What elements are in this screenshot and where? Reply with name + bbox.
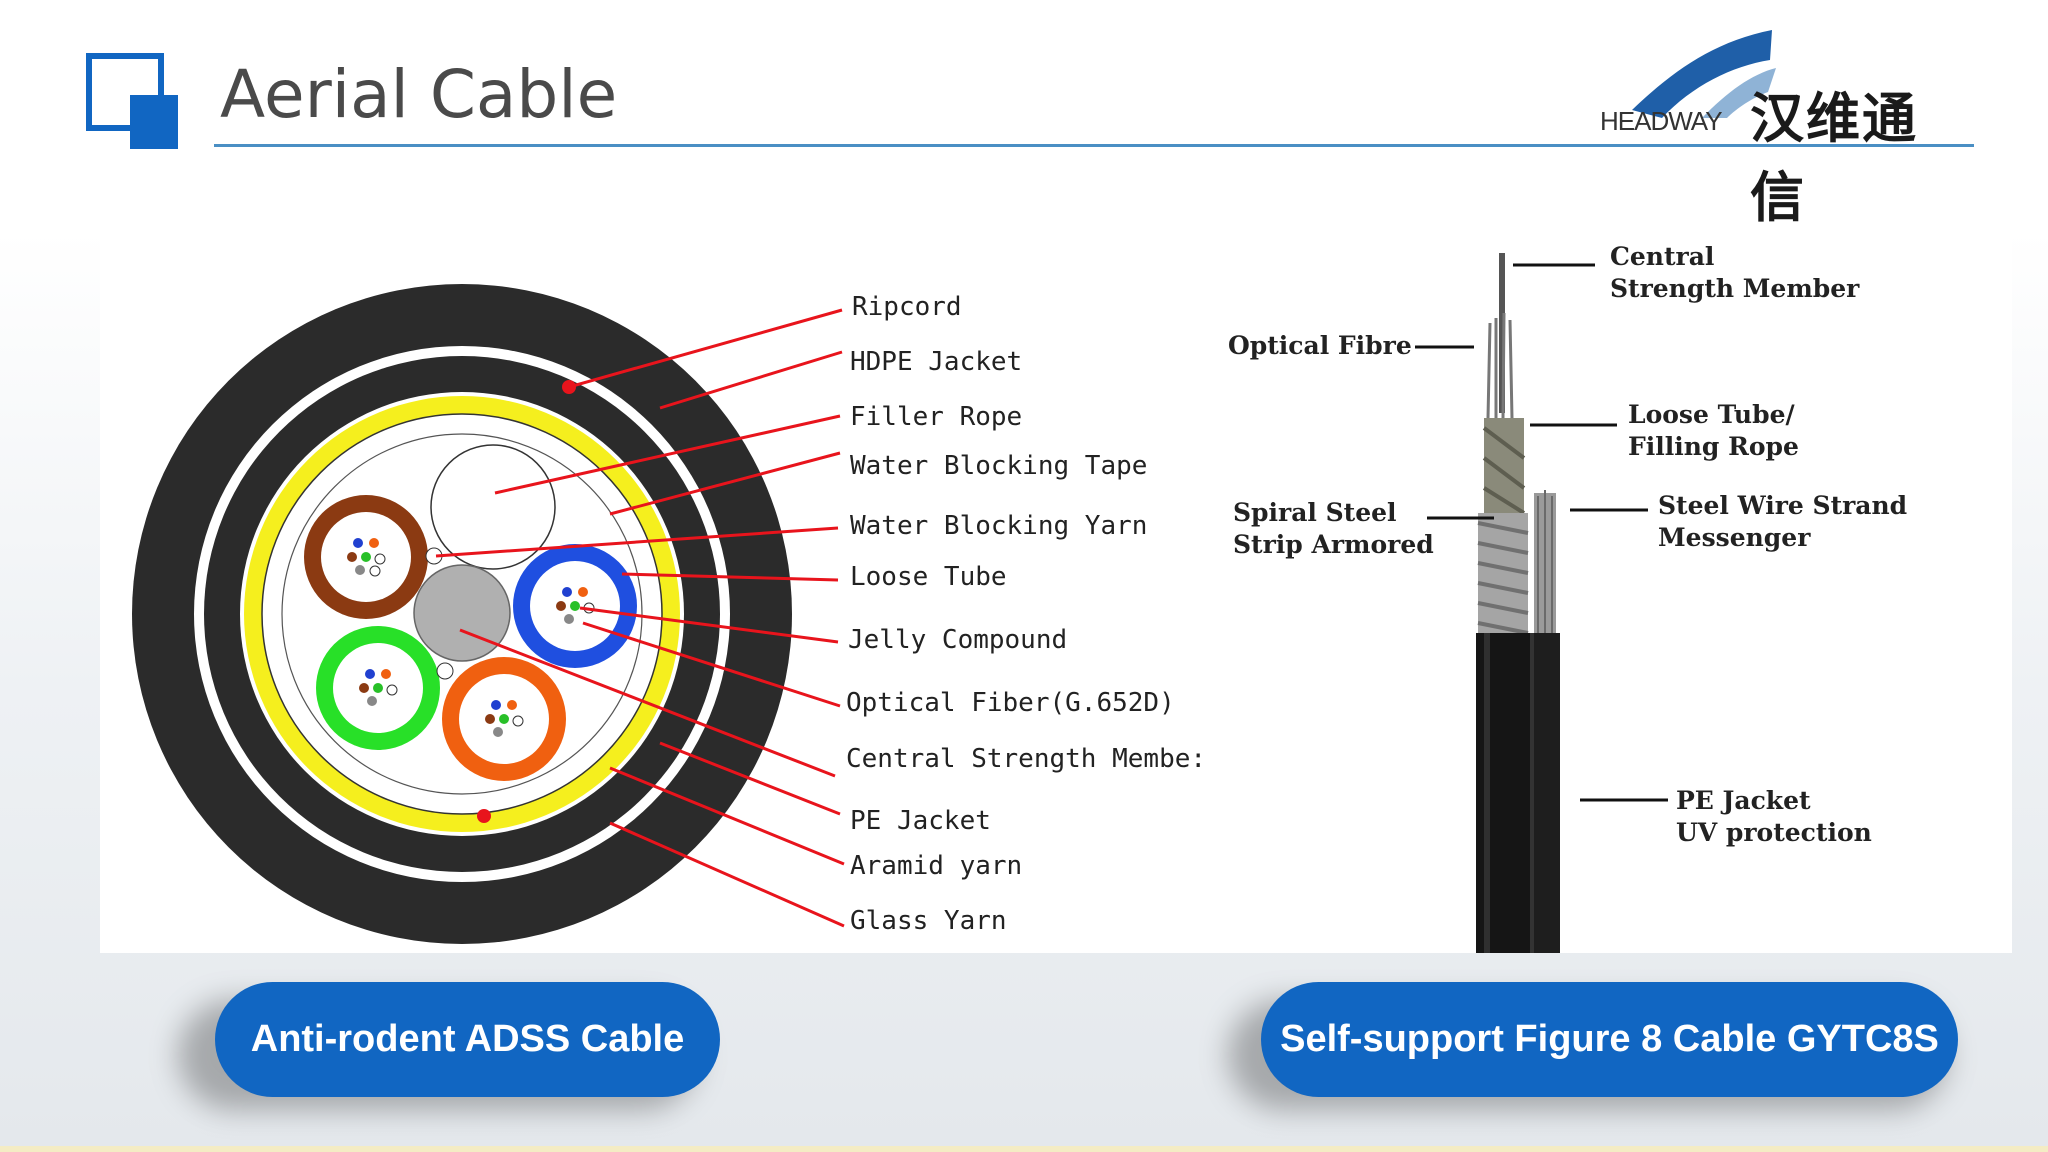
label-aramid-yarn: Aramid yarn	[850, 851, 1022, 881]
label-steel-line2: Messenger	[1658, 523, 1811, 552]
label-water-blocking-yarn: Water Blocking Yarn	[850, 511, 1147, 541]
spiral-steel-ridges	[1477, 521, 1529, 635]
filler-rope	[430, 444, 556, 570]
central-member-wire	[1499, 253, 1505, 413]
label-optical-fibre: Optical Fibre	[1228, 331, 1412, 360]
figure8-cable	[1476, 253, 1560, 953]
steel-wire-strands	[1537, 490, 1553, 643]
central-strength-member	[413, 564, 511, 662]
headway-logo: HEADWAY 汉维通信	[1592, 22, 1972, 229]
diagram-panel: Ripcord HDPE Jacket Filler Rope Water Bl…	[100, 228, 2012, 953]
label-hdpe-jacket: HDPE Jacket	[850, 347, 1022, 377]
label-glass-yarn: Glass Yarn	[850, 906, 1007, 936]
adss-labels: Ripcord HDPE Jacket Filler Rope Water Bl…	[846, 292, 1206, 936]
optical-fibers	[347, 538, 595, 737]
figure8-labels: Central Strength Member Optical Fibre Lo…	[1228, 242, 1907, 847]
label-pe-line2: UV protection	[1676, 818, 1872, 847]
logo-chinese-text: 汉维通信	[1750, 87, 1918, 229]
label-central-line2: Strength Member	[1610, 274, 1860, 303]
optical-fibre-strands	[1486, 312, 1514, 419]
bottom-accent-strip	[0, 1146, 2048, 1152]
label-central-line1: Central	[1610, 242, 1714, 271]
water-blocking-yarn	[436, 662, 454, 680]
figure8-web	[1530, 633, 1534, 953]
label-filler-rope: Filler Rope	[850, 402, 1022, 432]
spiral-steel-armour	[1478, 513, 1528, 638]
label-ripcord: Ripcord	[852, 292, 962, 322]
adss-cross-section	[132, 284, 792, 944]
title-divider	[214, 144, 1974, 147]
label-pe-line1: PE Jacket	[1676, 786, 1811, 815]
title-square-icon	[86, 53, 178, 149]
loose-tube-twist	[1482, 426, 1526, 515]
label-steel-line1: Steel Wire Strand	[1658, 491, 1907, 520]
label-loose-line2: Filling Rope	[1628, 432, 1799, 461]
ripcord-bottom	[477, 809, 491, 823]
label-loose-line1: Loose Tube/	[1628, 400, 1795, 429]
label-water-blocking-tape: Water Blocking Tape	[850, 451, 1147, 481]
label-optical-fiber: Optical Fiber(G.652D)	[846, 688, 1175, 718]
label-spiral-line2: Strip Armored	[1233, 530, 1434, 559]
caption-figure8-gytc8s: Self-support Figure 8 Cable GYTC8S	[1261, 982, 1958, 1097]
page-title: Aerial Cable	[220, 56, 618, 133]
jacket-highlight	[1484, 633, 1490, 953]
label-jelly-compound: Jelly Compound	[848, 625, 1067, 655]
label-loose-tube: Loose Tube	[850, 562, 1007, 592]
adss-leader-lines	[435, 308, 845, 928]
label-pe-jacket: PE Jacket	[850, 806, 991, 836]
cable-diagrams: Ripcord HDPE Jacket Filler Rope Water Bl…	[132, 242, 1907, 953]
label-spiral-line1: Spiral Steel	[1233, 498, 1397, 527]
caption-anti-rodent-adss: Anti-rodent ADSS Cable	[215, 982, 720, 1097]
figure8-leader-lines	[1415, 263, 1668, 802]
logo-english-text: HEADWAY	[1600, 106, 1723, 136]
label-central-strength-member: Central Strength Membe:	[846, 744, 1206, 774]
headway-swoosh-icon	[1632, 30, 1776, 118]
pe-jacket-messenger	[1532, 633, 1560, 953]
